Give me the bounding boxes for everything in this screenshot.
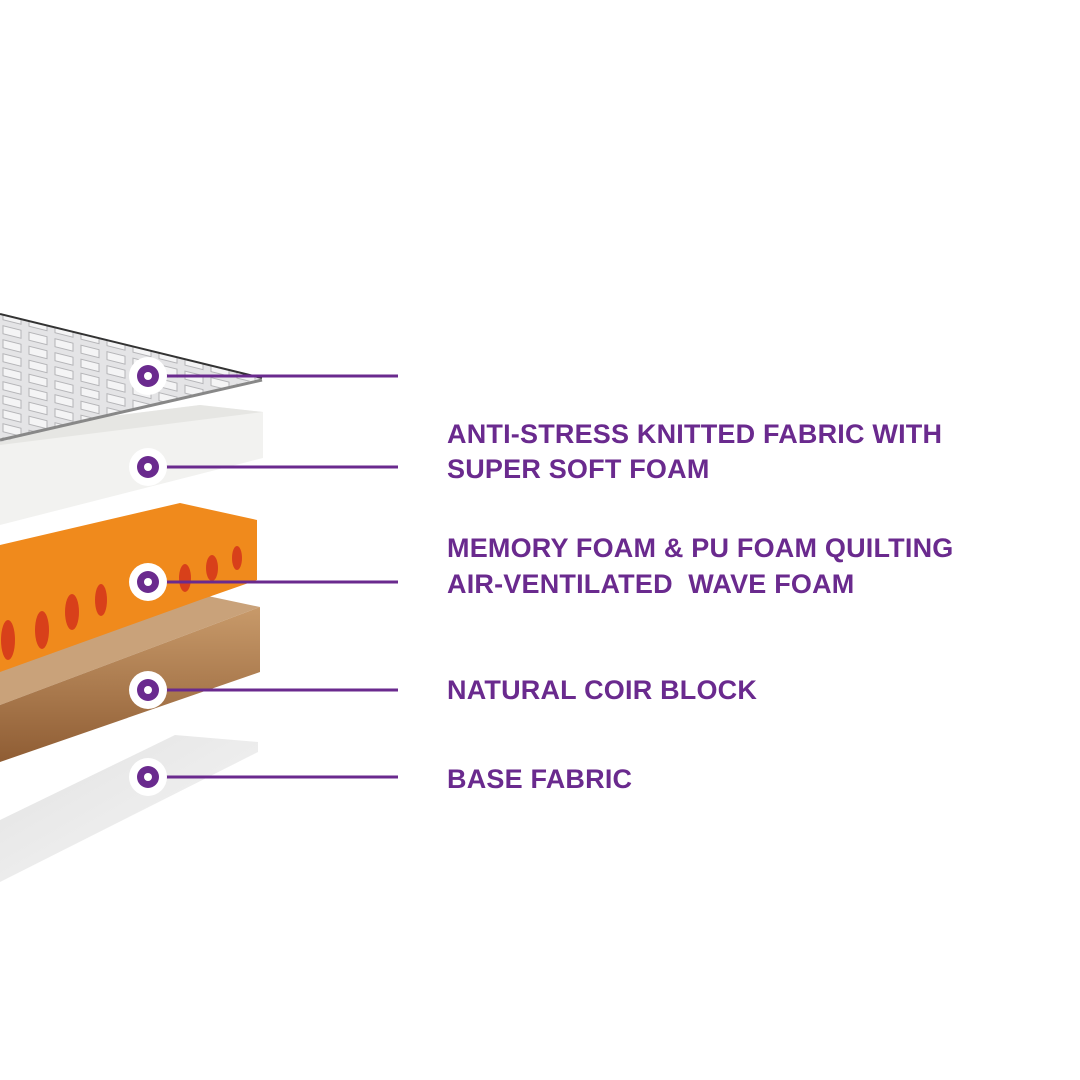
callout-marker-1 — [129, 357, 398, 395]
callout-marker-2 — [129, 448, 398, 486]
callout-marker-4 — [129, 671, 398, 709]
label-anti-stress-fabric: ANTI-STRESS KNITTED FABRIC WITH MEMORY F… — [447, 339, 953, 643]
callout-marker-5 — [129, 758, 398, 796]
wave-foam-layer — [0, 503, 257, 672]
callout-marker-3 — [129, 563, 398, 601]
label-coir-block: NATURAL COIR BLOCK — [447, 675, 758, 705]
wave-foam-air-holes — [1, 546, 242, 660]
label-line: ANTI-STRESS KNITTED FABRIC WITH — [447, 419, 943, 449]
label-super-soft-foam: SUPER SOFT FOAM — [447, 454, 710, 484]
label-line: MEMORY FOAM & PU FOAM QUILTING — [447, 533, 954, 563]
super-soft-foam-top — [0, 405, 263, 445]
coir-block-top — [0, 588, 260, 705]
callouts — [129, 357, 398, 796]
label-base-fabric: BASE FABRIC — [447, 764, 633, 794]
base-fabric-layer — [0, 735, 258, 882]
label-wave-foam: AIR-VENTILATED WAVE FOAM — [447, 569, 855, 599]
